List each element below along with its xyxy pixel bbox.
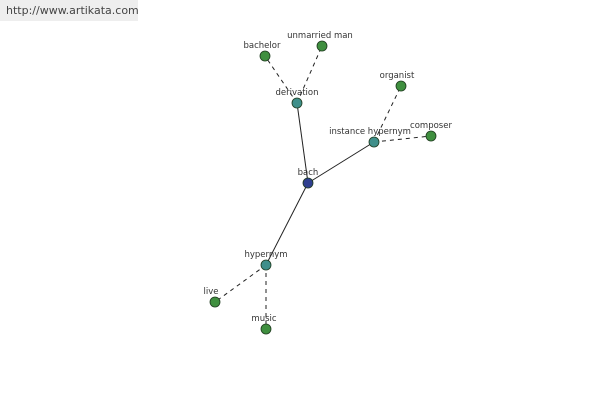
node-live[interactable]: live [204, 287, 221, 308]
node-bach[interactable]: bach [298, 168, 319, 189]
node-label-composer: composer [410, 121, 452, 131]
node-label-bach: bach [298, 168, 319, 178]
node-derivation[interactable]: derivation [275, 88, 319, 109]
edge-derivation-to-unmarried-man [296, 45, 323, 104]
node-circle-live[interactable] [209, 296, 221, 308]
edge-bach-to-derivation [296, 102, 309, 184]
node-label-unmarried-man: unmarried man [287, 31, 353, 41]
node-label-live: live [204, 287, 219, 297]
node-label-instance-hypernym: instance hypernym [329, 127, 411, 137]
node-instance-hypernym[interactable]: instance hypernym [329, 127, 411, 148]
edge-instance-hypernym-to-composer [373, 135, 432, 143]
node-label-music: music [251, 314, 276, 324]
edge-derivation-to-bachelor [264, 55, 298, 104]
edge-bach-to-instance-hypernym [307, 141, 375, 184]
watermark-url: http://www.artikata.com [0, 0, 139, 21]
node-music[interactable]: music [251, 314, 277, 335]
node-label-bachelor: bachelor [244, 41, 281, 51]
node-circle-organist[interactable] [395, 80, 407, 92]
edge-hypernym-to-live [214, 264, 267, 303]
node-circle-hypernym[interactable] [260, 259, 272, 271]
node-composer[interactable]: composer [410, 121, 452, 142]
node-organist[interactable]: organist [380, 71, 415, 92]
node-circle-bach[interactable] [302, 177, 314, 189]
node-circle-bachelor[interactable] [259, 50, 271, 62]
edges-layer [214, 45, 432, 329]
node-unmarried-man[interactable]: unmarried man [287, 31, 353, 52]
node-hypernym[interactable]: hypernym [244, 250, 288, 271]
node-label-organist: organist [380, 71, 415, 81]
node-circle-composer[interactable] [425, 130, 437, 142]
node-circle-music[interactable] [260, 323, 272, 335]
edge-instance-hypernym-to-organist [373, 85, 402, 143]
nodes-layer: bach derivation instance hypernym hypernym b… [204, 31, 452, 335]
node-circle-derivation[interactable] [291, 97, 303, 109]
node-label-hypernym: hypernym [244, 250, 287, 260]
node-circle-unmarried-man[interactable] [316, 40, 328, 52]
node-label-derivation: derivation [275, 88, 318, 98]
edge-bach-to-hypernym [265, 182, 309, 266]
node-bachelor[interactable]: bachelor [244, 41, 281, 62]
node-circle-instance-hypernym[interactable] [368, 136, 380, 148]
